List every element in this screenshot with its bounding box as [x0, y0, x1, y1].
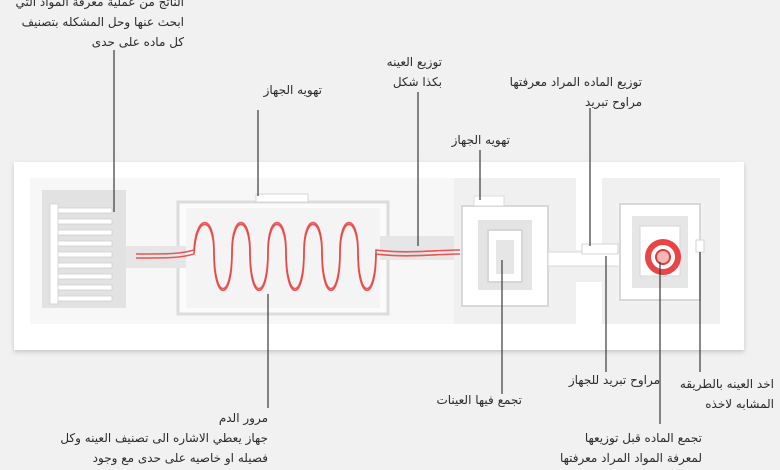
channel-right	[380, 236, 464, 260]
grille-slat	[53, 240, 113, 247]
serpentine-line	[135, 223, 461, 291]
channel-left	[126, 246, 186, 268]
grille-slat	[53, 229, 113, 236]
grille-slat	[53, 262, 113, 269]
vent-block-2	[473, 195, 505, 207]
divider-column	[576, 178, 602, 250]
grille-slat	[53, 218, 113, 225]
grille-spine	[49, 203, 59, 305]
label-blood-flow: مرور الدم جهاز يعطي الاشاره الى تصنيف ال…	[60, 411, 268, 465]
label-collection: تجمع فيها العينات	[436, 393, 522, 407]
wall-bottom-block	[396, 286, 428, 324]
sample-coil-inner	[655, 249, 671, 265]
cooling-fan-block	[581, 243, 619, 255]
collection-chamber-center	[496, 240, 514, 274]
label-material-distribution: توزيع الماده المراد معرفتها مراوح تبريد	[509, 75, 642, 109]
label-sample-distribution: توزيع العينه بكذا شكل	[386, 55, 442, 89]
grille-slat	[53, 295, 113, 302]
wall-top-block	[396, 178, 428, 228]
label-cooling-fans: مراوح تبريد للجهاز	[568, 373, 660, 387]
label-ventilation-2: تهويه الجهاز	[451, 133, 510, 147]
sample-coil-outer	[645, 239, 681, 275]
grille-slat	[53, 251, 113, 258]
output-grille	[49, 203, 113, 305]
vent-block-1	[255, 193, 309, 203]
intake-side-port	[695, 239, 705, 253]
label-ventilation-1: تهويه الجهاز	[263, 83, 322, 97]
label-material-collection: تجمع الماده قبل توزيعها لمعرفة المواد ال…	[559, 431, 702, 465]
grille-slat	[53, 284, 113, 291]
label-top-left: الناتج من عملية معرفة المواد التي ابحث ع…	[15, 0, 184, 49]
label-sample-intake: اخد العينه بالطريقه المشابه لاخذه	[679, 377, 774, 411]
grille-slat	[53, 273, 113, 280]
divider-column-low	[576, 282, 602, 324]
grille-slat	[53, 207, 113, 214]
blood-flow-channel	[135, 221, 461, 291]
